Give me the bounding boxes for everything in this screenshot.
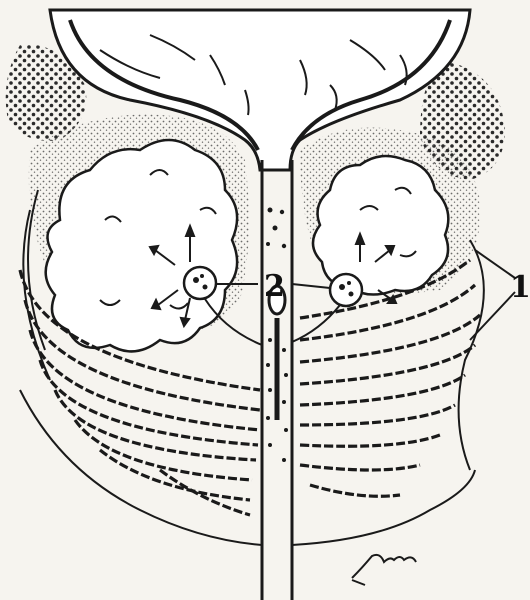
nucleus-icon: [184, 267, 216, 299]
artist-signature: [352, 555, 416, 585]
leader-2-right: [292, 284, 330, 288]
right-fibers: [300, 260, 480, 496]
nucleus-icon: [330, 274, 362, 306]
lower-outline: [20, 390, 262, 545]
label-2: 2: [264, 269, 285, 304]
label-1: 1: [510, 270, 530, 305]
urethra-dots: [266, 208, 286, 249]
